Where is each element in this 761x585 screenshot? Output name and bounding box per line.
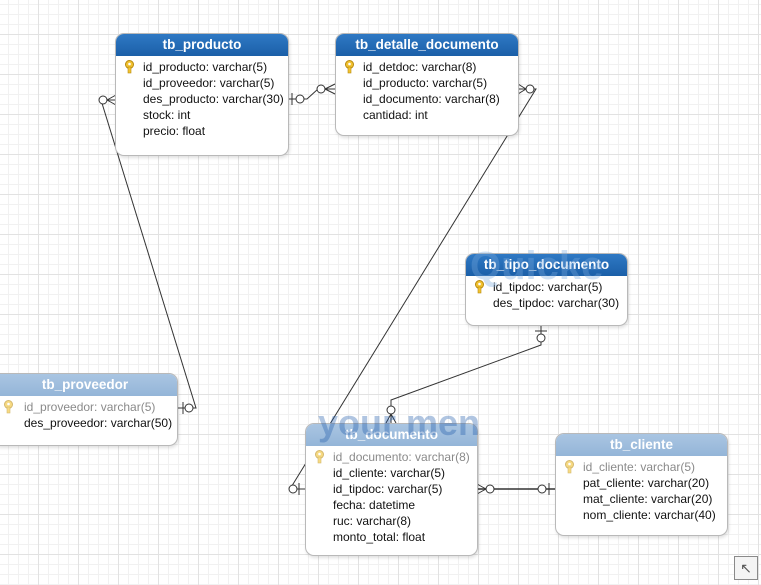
entity-tb-cliente[interactable]: tb_cliente id_cliente: varchar(5) pat_cl… (555, 433, 728, 536)
field-label: id_cliente: varchar(5) (333, 466, 446, 480)
relationship-documento-detalle[interactable] (288, 83, 537, 495)
field-row[interactable]: id_detdoc: varchar(8) (336, 59, 518, 75)
relationship-producto-detalle[interactable] (288, 83, 336, 105)
field-row[interactable]: des_tipdoc: varchar(30) (466, 295, 627, 311)
field-row[interactable]: pat_cliente: varchar(20) (556, 475, 727, 491)
field-row[interactable]: id_producto: varchar(5) (336, 75, 518, 91)
field-row[interactable]: precio: float (116, 123, 288, 139)
entity-tb-documento[interactable]: tb_documento id_documento: varchar(8) id… (305, 423, 478, 556)
relationship-cliente-documento[interactable] (476, 483, 555, 495)
field-label: id_documento: varchar(8) (363, 92, 500, 106)
field-row[interactable]: cantidad: int (336, 107, 518, 123)
field-label: des_tipdoc: varchar(30) (493, 296, 620, 310)
field-row[interactable]: id_tipdoc: varchar(5) (306, 481, 477, 497)
field-row[interactable]: nom_cliente: varchar(40) (556, 507, 727, 523)
field-row[interactable]: id_cliente: varchar(5) (556, 459, 727, 475)
expand-button[interactable]: ↖ (734, 556, 758, 580)
field-row[interactable]: id_documento: varchar(8) (336, 91, 518, 107)
field-label: monto_total: float (333, 530, 426, 544)
field-label: id_producto: varchar(5) (143, 60, 268, 74)
primary-key-icon (315, 450, 324, 464)
entity-title: tb_tipo_documento (466, 254, 627, 276)
field-label: nom_cliente: varchar(40) (583, 508, 716, 522)
primary-key-icon (475, 280, 484, 294)
field-row[interactable]: id_proveedor: varchar(5) (116, 75, 288, 91)
field-label: fecha: datetime (333, 498, 416, 512)
field-row[interactable]: des_producto: varchar(30) (116, 91, 288, 107)
field-row[interactable]: stock: int (116, 107, 288, 123)
field-row[interactable]: id_cliente: varchar(5) (306, 465, 477, 481)
relationship-tipodoc-documento[interactable] (385, 326, 547, 424)
primary-key-icon (565, 460, 574, 474)
field-label: des_proveedor: varchar(50) (24, 416, 173, 430)
field-row[interactable]: des_proveedor: varchar(50) (0, 415, 177, 431)
field-label: pat_cliente: varchar(20) (583, 476, 710, 490)
entity-tb-proveedor[interactable]: tb_proveedor id_proveedor: varchar(5) de… (0, 373, 178, 446)
field-label: mat_cliente: varchar(20) (583, 492, 713, 506)
field-label: id_producto: varchar(5) (363, 76, 488, 90)
entity-title: tb_proveedor (0, 374, 177, 396)
entity-tb-detalle-documento[interactable]: tb_detalle_documento id_detdoc: varchar(… (335, 33, 519, 136)
relationship-proveedor-producto[interactable] (98, 94, 197, 414)
field-row[interactable]: mat_cliente: varchar(20) (556, 491, 727, 507)
field-label: id_cliente: varchar(5) (583, 460, 696, 474)
field-label: id_proveedor: varchar(5) (143, 76, 275, 90)
field-label: cantidad: int (363, 108, 428, 122)
primary-key-icon (4, 400, 13, 414)
field-label: precio: float (143, 124, 206, 138)
field-row[interactable]: id_proveedor: varchar(5) (0, 399, 177, 415)
entity-title: tb_producto (116, 34, 288, 56)
entity-title: tb_documento (306, 424, 477, 446)
field-row[interactable]: fecha: datetime (306, 497, 477, 513)
field-label: des_producto: varchar(30) (143, 92, 284, 106)
field-label: id_tipdoc: varchar(5) (493, 280, 603, 294)
field-row[interactable]: monto_total: float (306, 529, 477, 545)
field-row[interactable]: id_tipdoc: varchar(5) (466, 279, 627, 295)
field-row[interactable]: ruc: varchar(8) (306, 513, 477, 529)
field-label: ruc: varchar(8) (333, 514, 412, 528)
entity-title: tb_detalle_documento (336, 34, 518, 56)
field-label: id_tipdoc: varchar(5) (333, 482, 443, 496)
primary-key-icon (345, 60, 354, 74)
field-row[interactable]: id_producto: varchar(5) (116, 59, 288, 75)
entity-title: tb_cliente (556, 434, 727, 456)
entity-tb-producto[interactable]: tb_producto id_producto: varchar(5) id_p… (115, 33, 289, 156)
field-row[interactable]: id_documento: varchar(8) (306, 449, 477, 465)
arrow-up-left-icon: ↖ (740, 559, 752, 576)
field-label: id_proveedor: varchar(5) (24, 400, 156, 414)
field-label: id_detdoc: varchar(8) (363, 60, 477, 74)
primary-key-icon (125, 60, 134, 74)
field-label: stock: int (143, 108, 191, 122)
field-label: id_documento: varchar(8) (333, 450, 470, 464)
entity-tb-tipo-documento[interactable]: tb_tipo_documento id_tipdoc: varchar(5) … (465, 253, 628, 326)
